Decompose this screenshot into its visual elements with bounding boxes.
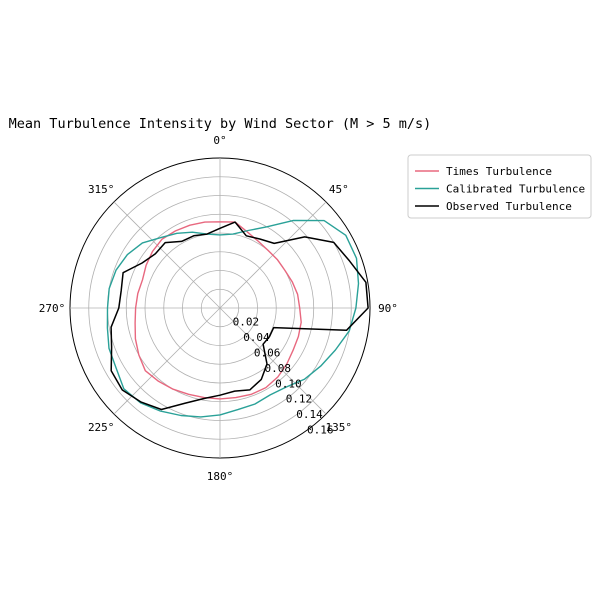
radial-tick-label: 0.16 <box>307 424 334 437</box>
angle-tick-label: 0° <box>213 134 226 147</box>
series-line-observed-turbulence <box>110 221 369 411</box>
angular-gridline <box>219 307 327 415</box>
chart-title: Mean Turbulence Intensity by Wind Sector… <box>9 116 432 132</box>
radial-tick-label: 0.08 <box>265 362 292 375</box>
radial-tick-label: 0.14 <box>296 408 323 421</box>
legend-frame <box>407 154 592 219</box>
series-line-calibrated-turbulence <box>106 219 360 418</box>
polar-grid <box>69 157 371 459</box>
series-line-times-turbulence <box>134 221 302 400</box>
angle-tick-label: 270° <box>39 302 66 315</box>
radial-tick-label: 0.06 <box>254 346 281 359</box>
angular-gridline <box>113 201 221 309</box>
angle-tick-label: 45° <box>329 183 349 196</box>
angle-tick-label: 180° <box>207 470 234 483</box>
angle-tick-label: 90° <box>378 302 398 315</box>
angle-tick-label: 315° <box>88 183 115 196</box>
legend-label: Calibrated Turbulence <box>446 183 585 196</box>
radial-tick-label: 0.10 <box>275 377 302 390</box>
tick-labels: 0° 45° 90° 135° 180° 225° 270° 315° 0.02 0.04 0.06… <box>39 134 398 483</box>
angle-tick-label: 135° <box>326 421 353 434</box>
legend-label: Observed Turbulence <box>446 200 572 213</box>
angle-tick-label: 225° <box>88 421 115 434</box>
radial-tick-label: 0.12 <box>286 393 313 406</box>
series-layer <box>106 219 369 418</box>
radial-tick-label: 0.04 <box>243 331 270 344</box>
legend-label: Times Turbulence <box>446 165 552 178</box>
radial-tick-label: 0.02 <box>233 316 260 329</box>
